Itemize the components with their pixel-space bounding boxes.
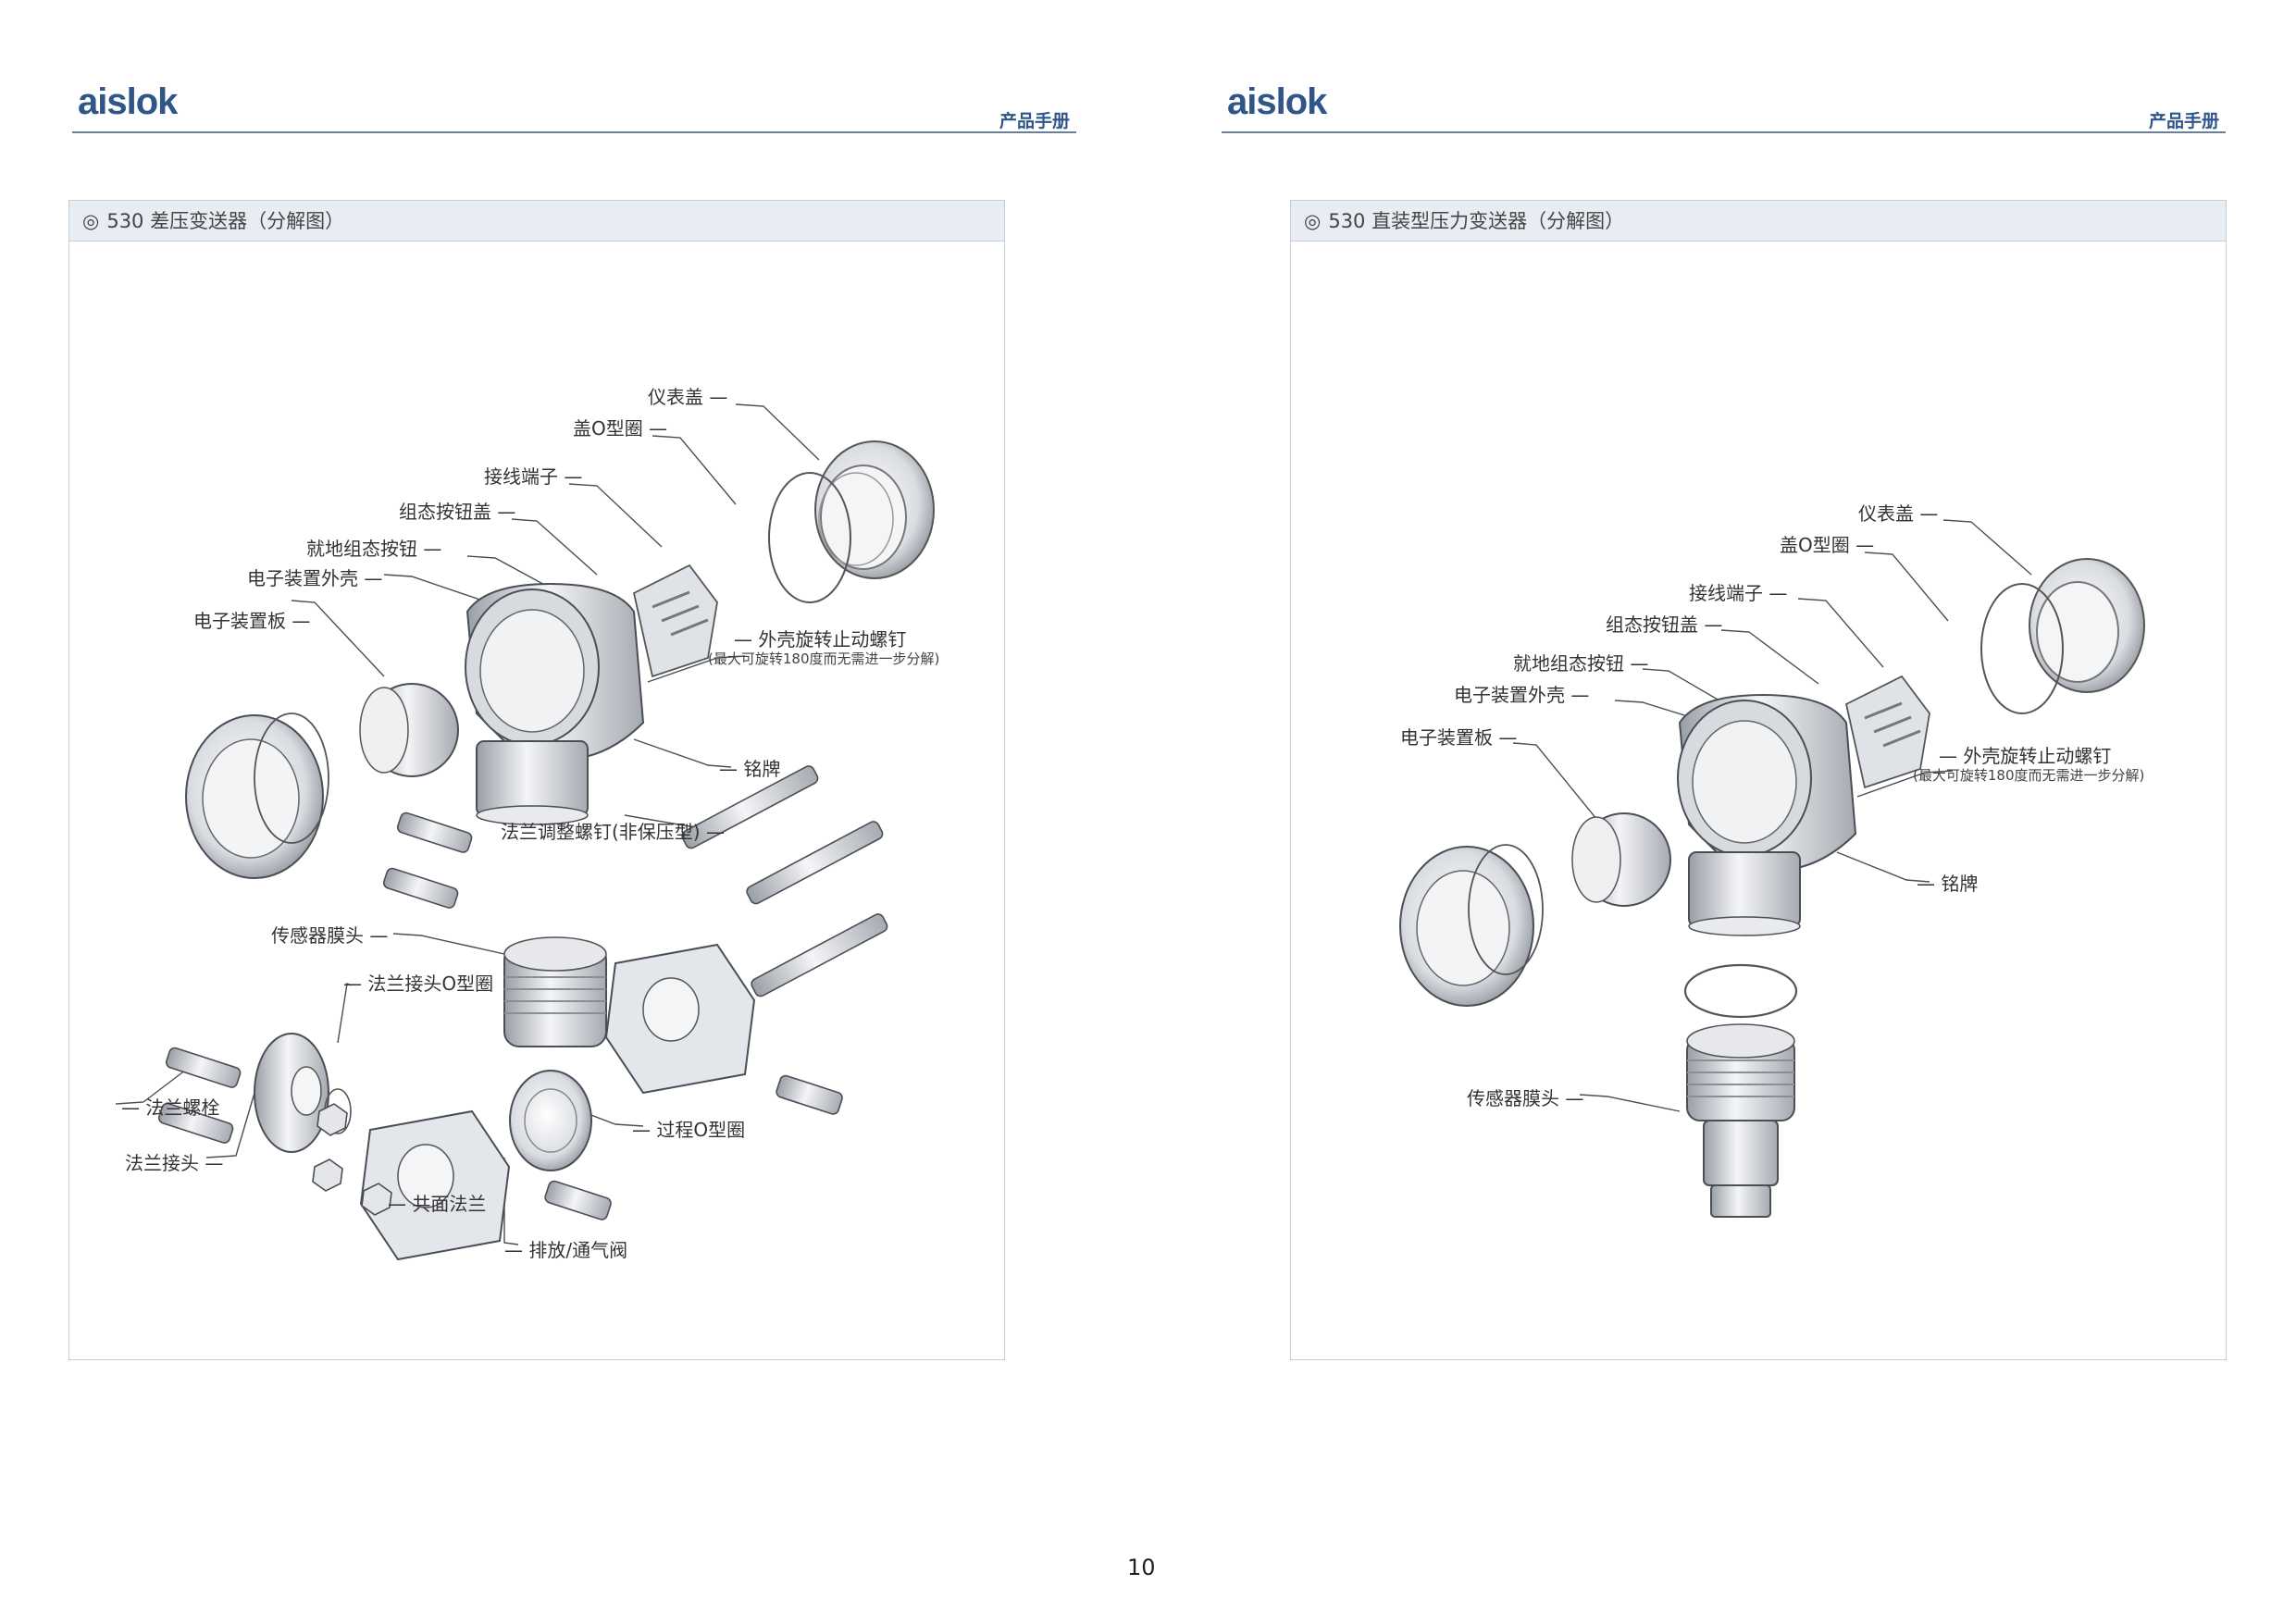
label-config-button-cover: 组态按钮盖 — bbox=[399, 501, 516, 523]
label-meter-cover: 仪表盖 — bbox=[648, 386, 728, 408]
label-housing-rotation-note: (最大可旋转180度而无需进一步分解) bbox=[708, 650, 940, 667]
brand-logo: aislok bbox=[78, 81, 178, 122]
label-cover-o-ring: 盖O型圈 — bbox=[1780, 534, 1875, 556]
label-nameplate: — 铭牌 bbox=[1917, 873, 1979, 895]
label-flange-adapter: 法兰接头 — bbox=[125, 1152, 224, 1174]
label-process-o-ring: — 过程O型圈 bbox=[632, 1119, 746, 1141]
bullet-icon: ◎ bbox=[82, 210, 100, 232]
exploded-diagram-direct-mount: 仪表盖 — 盖O型圈 — 接线端子 — 组态按钮盖 — 就地组态按钮 — 电子装… bbox=[1291, 242, 2228, 1359]
label-local-config-button: 就地组态按钮 — bbox=[306, 538, 442, 560]
label-coplanar-flange: — 共面法兰 bbox=[388, 1193, 487, 1215]
label-housing-rotation-screw: — 外壳旋转止动螺钉 bbox=[1939, 745, 2112, 767]
label-meter-cover: 仪表盖 — bbox=[1858, 502, 1939, 525]
label-config-button-cover: 组态按钮盖 — bbox=[1606, 613, 1723, 636]
panel-title-bar: ◎ 530 差压变送器（分解图） bbox=[69, 201, 1004, 242]
exploded-diagram-dp: 仪表盖 — 盖O型圈 — 接线端子 — 组态按钮盖 — 就地组态按钮 — 电子装… bbox=[69, 242, 1006, 1359]
right-page: aislok 产品手册 ◎ 530 直装型压力变送器（分解图） bbox=[1148, 0, 2295, 1623]
manual-label: 产品手册 bbox=[999, 111, 1071, 131]
label-terminal: 接线端子 — bbox=[1689, 582, 1788, 604]
panel-dp-transmitter: ◎ 530 差压变送器（分解图） bbox=[68, 200, 1005, 1360]
label-local-config-button: 就地组态按钮 — bbox=[1513, 652, 1649, 675]
manual-label: 产品手册 bbox=[2149, 111, 2220, 131]
diagram-drawing bbox=[1399, 519, 2145, 1218]
label-electronics-board: 电子装置板 — bbox=[193, 610, 311, 632]
label-cover-o-ring: 盖O型圈 — bbox=[573, 417, 668, 440]
label-nameplate: — 铭牌 bbox=[719, 758, 781, 780]
left-page: aislok 产品手册 ◎ 530 差压变送器（分解图） bbox=[68, 81, 1076, 1360]
electronics-housing-drawing bbox=[465, 582, 645, 825]
flange-adapter-drawing bbox=[254, 1033, 352, 1153]
label-sensor-module: 传感器膜头 — bbox=[1467, 1087, 1584, 1109]
label-housing-rotation-note: (最大可旋转180度而无需进一步分解) bbox=[1913, 767, 2145, 784]
diagram-drawing bbox=[115, 403, 935, 1261]
label-flange-adapter-o-ring: — 法兰接头O型圈 bbox=[343, 973, 494, 995]
meter-cover-drawing bbox=[814, 440, 935, 579]
front-cover-drawing bbox=[185, 712, 329, 879]
electronics-board-drawing bbox=[359, 683, 459, 777]
panel-title: 530 直装型压力变送器（分解图） bbox=[1328, 210, 1625, 232]
terminal-block-drawing bbox=[632, 564, 718, 678]
label-flange-bolt: — 法兰螺栓 bbox=[121, 1096, 220, 1119]
header-rule bbox=[1222, 131, 2226, 133]
label-electronics-housing: 电子装置外壳 — bbox=[247, 567, 383, 589]
brand-logo: aislok bbox=[1227, 81, 1327, 122]
label-drain-vent-valve: — 排放/通气阀 bbox=[504, 1239, 628, 1261]
bullet-icon: ◎ bbox=[1304, 210, 1322, 232]
nuts-drawing bbox=[312, 1103, 392, 1216]
label-sensor-module: 传感器膜头 — bbox=[271, 924, 389, 947]
panel-title-bar: ◎ 530 直装型压力变送器（分解图） bbox=[1291, 201, 2226, 242]
bolts-drawing bbox=[157, 765, 888, 1220]
sensor-module-drawing bbox=[503, 936, 607, 1171]
panel-direct-mount-transmitter: ◎ 530 直装型压力变送器（分解图） bbox=[1290, 200, 2227, 1360]
label-terminal: 接线端子 — bbox=[484, 465, 583, 488]
label-electronics-housing: 电子装置外壳 — bbox=[1454, 684, 1590, 706]
panel-title: 530 差压变送器（分解图） bbox=[106, 210, 345, 232]
label-electronics-board: 电子装置板 — bbox=[1400, 726, 1518, 749]
header-rule bbox=[72, 131, 1076, 133]
page-number: 10 bbox=[1127, 1555, 1156, 1580]
flange-drawing bbox=[359, 943, 756, 1261]
label-flange-adjust-screw: 法兰调整螺钉(非保压型) — bbox=[501, 821, 725, 843]
label-housing-rotation-screw: — 外壳旋转止动螺钉 bbox=[734, 628, 907, 650]
